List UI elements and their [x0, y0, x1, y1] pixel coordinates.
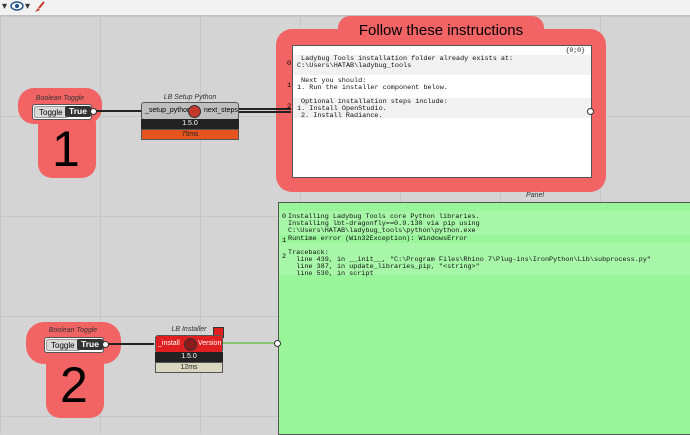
output-param[interactable]: Version	[198, 340, 222, 347]
toggle-output-port[interactable]	[90, 108, 97, 115]
line-number: 2	[287, 103, 292, 111]
instructions-heading: Follow these instructions	[358, 22, 524, 39]
panel-text-line: Installing Ladybug Tools core Python lib…	[288, 213, 480, 221]
toggle-output-port[interactable]	[102, 341, 109, 348]
dropdown-arrow-icon[interactable]: ▾	[2, 1, 8, 12]
setup-python-component[interactable]: _setup_python next_steps	[141, 102, 239, 120]
installer-component[interactable]: _install Version	[155, 335, 223, 353]
panel-text-line: Runtime error (Win32Exception): WindowsE…	[288, 235, 468, 243]
panel-row-bg	[279, 243, 690, 275]
toggle-title: Boolean Toggle	[48, 327, 98, 334]
line-number: 1	[282, 237, 287, 245]
output-param[interactable]: next_steps	[204, 107, 238, 114]
panel-input-port[interactable]	[274, 340, 281, 347]
line-number: 1	[287, 82, 292, 90]
line-number: 0	[282, 213, 287, 221]
panel-text-line: Ladybug Tools installation folder alread…	[301, 55, 514, 63]
ladybug-icon	[184, 338, 197, 351]
wire	[239, 111, 291, 113]
ladybug-icon	[188, 105, 201, 118]
eye-icon[interactable]	[10, 1, 24, 13]
toggle-title: Boolean Toggle	[35, 95, 85, 102]
component-title: LB Setup Python	[163, 94, 217, 101]
panel-row-bg	[293, 77, 591, 97]
panel-index: {0;0}	[565, 47, 585, 54]
output-panel-green[interactable]: 0 1 2 Installing Ladybug Tools core Pyth…	[278, 202, 690, 435]
wire	[108, 343, 154, 345]
panel-row-bg	[279, 211, 690, 235]
wire	[239, 108, 291, 110]
panel-text-line: line 387, in update_libraries_pip, "<str…	[288, 263, 480, 271]
highlight-step-two-body	[46, 348, 104, 418]
panel-text-line: Traceback:	[288, 249, 329, 257]
panel-text-line: line 439, in __init__, "C:\Program Files…	[288, 256, 652, 264]
step-two-number: 2	[60, 357, 88, 413]
panel-row-bg	[293, 98, 591, 118]
output-panel-white[interactable]: {0;0} 0 1 2 Ladybug Tools installation f…	[287, 45, 592, 178]
toggle-label: Toggle	[34, 106, 68, 118]
input-param[interactable]: _setup_python	[145, 107, 191, 114]
dropdown-arrow-icon[interactable]: ▾	[25, 1, 31, 12]
boolean-toggle[interactable]: Toggle True	[32, 104, 92, 120]
toolbar: ▾ ▾	[0, 0, 690, 16]
panel-text-line: Installing lbt-dragonfly==0.9.130 via pi…	[288, 220, 480, 228]
panel-title: Panel	[526, 192, 544, 199]
panel-output-port[interactable]	[587, 108, 594, 115]
wire	[223, 342, 278, 344]
toggle-value[interactable]: True	[77, 339, 103, 350]
panel-text-line: 1. Run the installer component below.	[297, 84, 448, 92]
input-param[interactable]: _install	[158, 340, 180, 347]
highlight-step-one-body	[38, 110, 96, 178]
version-label: 1.5.0	[155, 352, 223, 362]
panel-text-line: Next you should:	[301, 77, 367, 85]
panel-text-line: line 530, in script	[288, 270, 374, 278]
paint-brush-icon[interactable]	[33, 1, 45, 13]
wire	[96, 110, 141, 112]
panel-text-line: Optional installation steps include:	[301, 98, 448, 106]
highlight-banner-tab	[338, 16, 544, 40]
panel-text-line: 2. Install Radiance.	[301, 112, 383, 120]
step-one-number: 1	[52, 121, 80, 177]
toggle-label: Toggle	[46, 339, 80, 351]
component-title: LB Installer	[171, 326, 207, 333]
toggle-value[interactable]: True	[65, 106, 91, 117]
panel-text-line: 1. Install OpenStudio.	[297, 105, 387, 113]
line-number: 2	[282, 253, 287, 261]
version-label: 1.5.0	[141, 119, 239, 129]
line-number: 0	[287, 60, 292, 68]
runtime-label: 75ms	[141, 129, 239, 140]
boolean-toggle[interactable]: Toggle True	[44, 337, 104, 353]
panel-text-line: C:\Users\HATAB\ladybug_tools\python\pyth…	[288, 227, 476, 235]
panel-row-bg	[293, 55, 591, 75]
runtime-label: 12ms	[155, 362, 223, 373]
panel-text-line: C:\Users\HATAB\ladybug_tools	[297, 62, 412, 70]
